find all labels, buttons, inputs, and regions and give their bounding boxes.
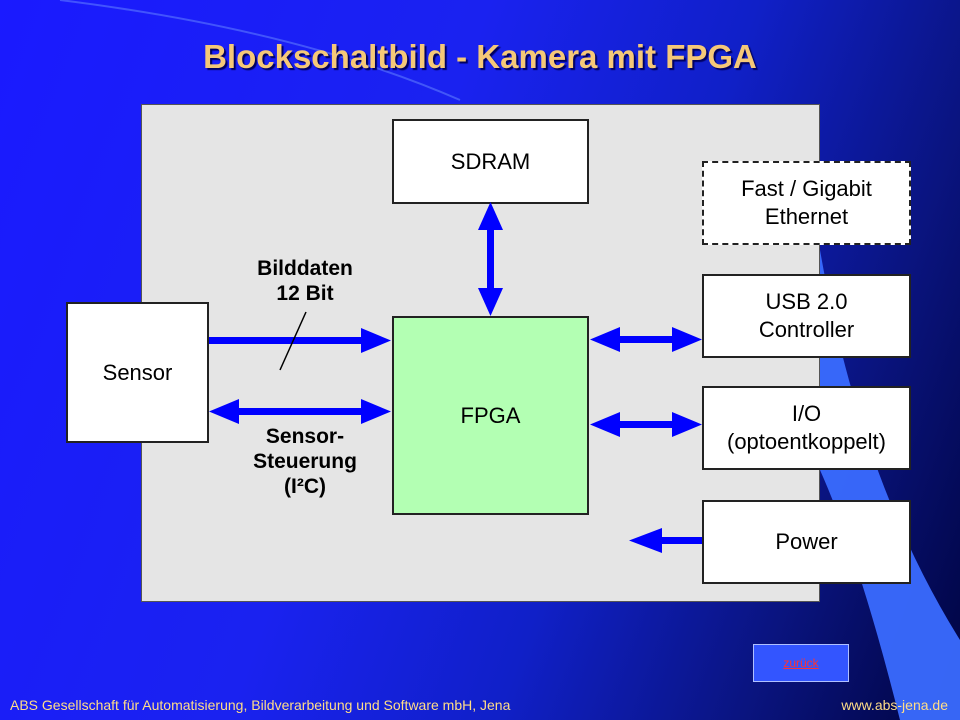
ethernet-label-line2: Ethernet [764,204,849,229]
power-block: Power [702,500,911,584]
fpga-label: FPGA [460,402,521,428]
steuerung-label-line3: (I²C) [284,475,326,498]
fpga-block: FPGA [392,316,589,515]
sensor-label: Sensor [102,359,173,385]
bilddaten-label-line1: Bilddaten [257,257,353,280]
io-label-line2: (optoentkoppelt) [727,429,886,454]
footer-website[interactable]: www.abs-jena.de [841,697,948,713]
sensor-steuerung-label: Sensor- Steuerung (I²C) [220,424,390,499]
bilddaten-label-line2: 12 Bit [276,282,334,305]
usb-label-line1: USB 2.0 [765,289,848,314]
io-block: I/O (optoentkoppelt) [702,386,911,470]
power-label: Power [775,529,838,554]
footer-company: ABS Gesellschaft für Automatisierung, Bi… [10,697,511,713]
back-button[interactable]: zurück [753,644,849,682]
usb-controller-block: USB 2.0 Controller [702,274,911,358]
ethernet-block: Fast / Gigabit Ethernet [702,161,911,245]
ethernet-label-line1: Fast / Gigabit [741,176,872,201]
bilddaten-label: Bilddaten 12 Bit [220,256,390,306]
sdram-block: SDRAM [392,119,589,204]
steuerung-label-line1: Sensor- [265,425,345,448]
steuerung-label-line2: Steuerung [253,450,357,473]
sdram-label: SDRAM [450,148,531,174]
usb-label-line2: Controller [758,317,855,342]
page-title: Blockschaltbild - Kamera mit FPGA [203,38,757,75]
sensor-block: Sensor [66,302,209,443]
io-label-line1: I/O [791,401,822,426]
